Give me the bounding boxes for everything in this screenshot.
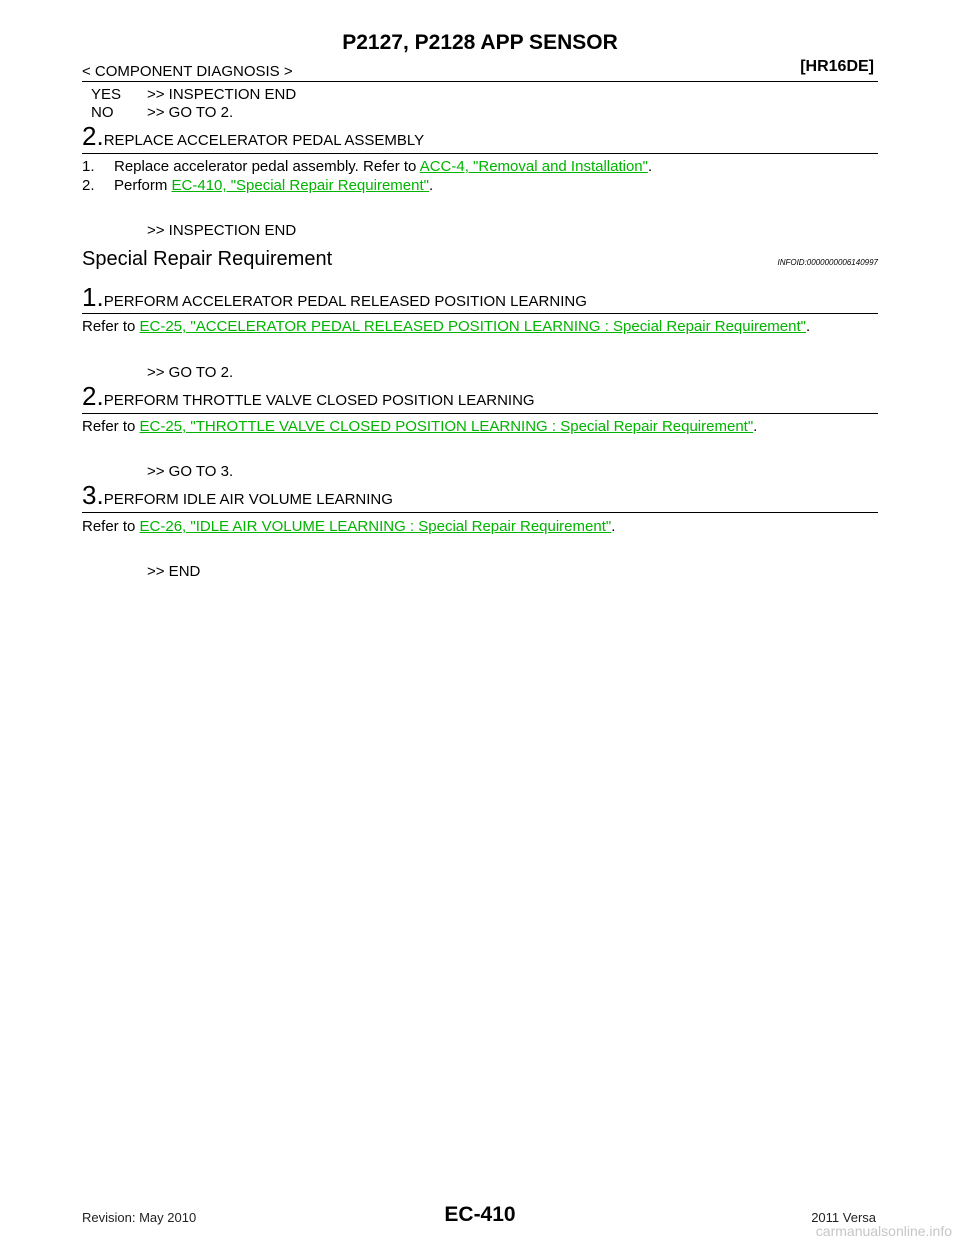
step-3-heading: 3.PERFORM IDLE AIR VOLUME LEARNING	[82, 480, 393, 511]
step-result: >> INSPECTION END	[147, 222, 297, 239]
refer-suffix: .	[753, 418, 758, 435]
link-acc-4[interactable]: ACC-4, "Removal and Installation"	[419, 158, 648, 175]
list-item: 1. Replace accelerator pedal assembly. Re…	[82, 158, 652, 175]
refer-suffix: .	[805, 318, 811, 335]
step-rule	[82, 413, 878, 414]
step-2-heading: 2.PERFORM THROTTLE VALVE CLOSED POSITION…	[82, 381, 535, 412]
refer-prefix: Refer to	[82, 518, 140, 535]
list-item: 2. Perform EC-410, "Special Repair Requir…	[82, 177, 433, 194]
step-title: PERFORM THROTTLE VALVE CLOSED POSITION L…	[103, 392, 535, 409]
refer-prefix: Refer to	[82, 318, 140, 335]
step-rule	[82, 153, 878, 154]
answer-yes-label: YES	[91, 86, 122, 103]
step-title: PERFORM ACCELERATOR PEDAL RELEASED POSIT…	[103, 293, 587, 310]
step-title: PERFORM IDLE AIR VOLUME LEARNING	[103, 491, 393, 508]
page-title: P2127, P2128 APP SENSOR	[342, 31, 618, 54]
answer-no-label: NO	[91, 104, 114, 121]
step-result: >> GO TO 3.	[147, 463, 234, 480]
model-year: 2011 Versa	[811, 1210, 876, 1225]
info-id: INFOID:0000000006140997	[777, 258, 878, 267]
header-rule	[82, 81, 878, 82]
refer-line: Refer to EC-25, "ACCELERATOR PEDAL RELEA…	[82, 318, 810, 335]
step-number: 2.	[82, 381, 104, 411]
breadcrumb: < COMPONENT DIAGNOSIS >	[82, 63, 293, 80]
list-suffix: .	[428, 177, 434, 194]
answer-yes-text: >> INSPECTION END	[147, 86, 297, 103]
refer-prefix: Refer to	[82, 418, 140, 435]
refer-line: Refer to EC-26, "IDLE AIR VOLUME LEARNIN…	[82, 518, 615, 535]
list-text: Perform	[114, 177, 172, 194]
list-number: 1.	[82, 158, 95, 175]
refer-suffix: .	[611, 518, 616, 535]
list-number: 2.	[82, 177, 95, 194]
model-code: [HR16DE]	[800, 58, 874, 75]
step-rule	[82, 313, 878, 314]
link-ec-26-idle[interactable]: EC-26, "IDLE AIR VOLUME LEARNING : Speci…	[139, 518, 612, 535]
section-title: Special Repair Requirement	[82, 248, 333, 270]
step-rule	[82, 512, 878, 513]
step-number: 1.	[82, 282, 104, 312]
step-number: 3.	[82, 480, 104, 510]
step-title: REPLACE ACCELERATOR PEDAL ASSEMBLY	[103, 132, 425, 149]
watermark: carmanualsonline.info	[815, 1223, 952, 1239]
link-ec-25-accelerator[interactable]: EC-25, "ACCELERATOR PEDAL RELEASED POSIT…	[139, 318, 806, 335]
link-ec-410[interactable]: EC-410, "Special Repair Requirement"	[171, 177, 429, 194]
list-text: Replace accelerator pedal assembly. Refe…	[114, 158, 420, 175]
refer-line: Refer to EC-25, "THROTTLE VALVE CLOSED P…	[82, 418, 757, 435]
list-suffix: .	[647, 158, 653, 175]
step-result: >> END	[147, 563, 201, 580]
page-number: EC-410	[444, 1203, 516, 1226]
replace-step-heading: 2.REPLACE ACCELERATOR PEDAL ASSEMBLY	[82, 121, 424, 152]
answer-no-text: >> GO TO 2.	[147, 104, 234, 121]
step-1-heading: 1.PERFORM ACCELERATOR PEDAL RELEASED POS…	[82, 282, 587, 313]
step-number: 2.	[82, 121, 104, 151]
step-result: >> GO TO 2.	[147, 364, 234, 381]
revision-date: Revision: May 2010	[82, 1210, 197, 1225]
link-ec-25-throttle[interactable]: EC-25, "THROTTLE VALVE CLOSED POSITION L…	[139, 418, 754, 435]
